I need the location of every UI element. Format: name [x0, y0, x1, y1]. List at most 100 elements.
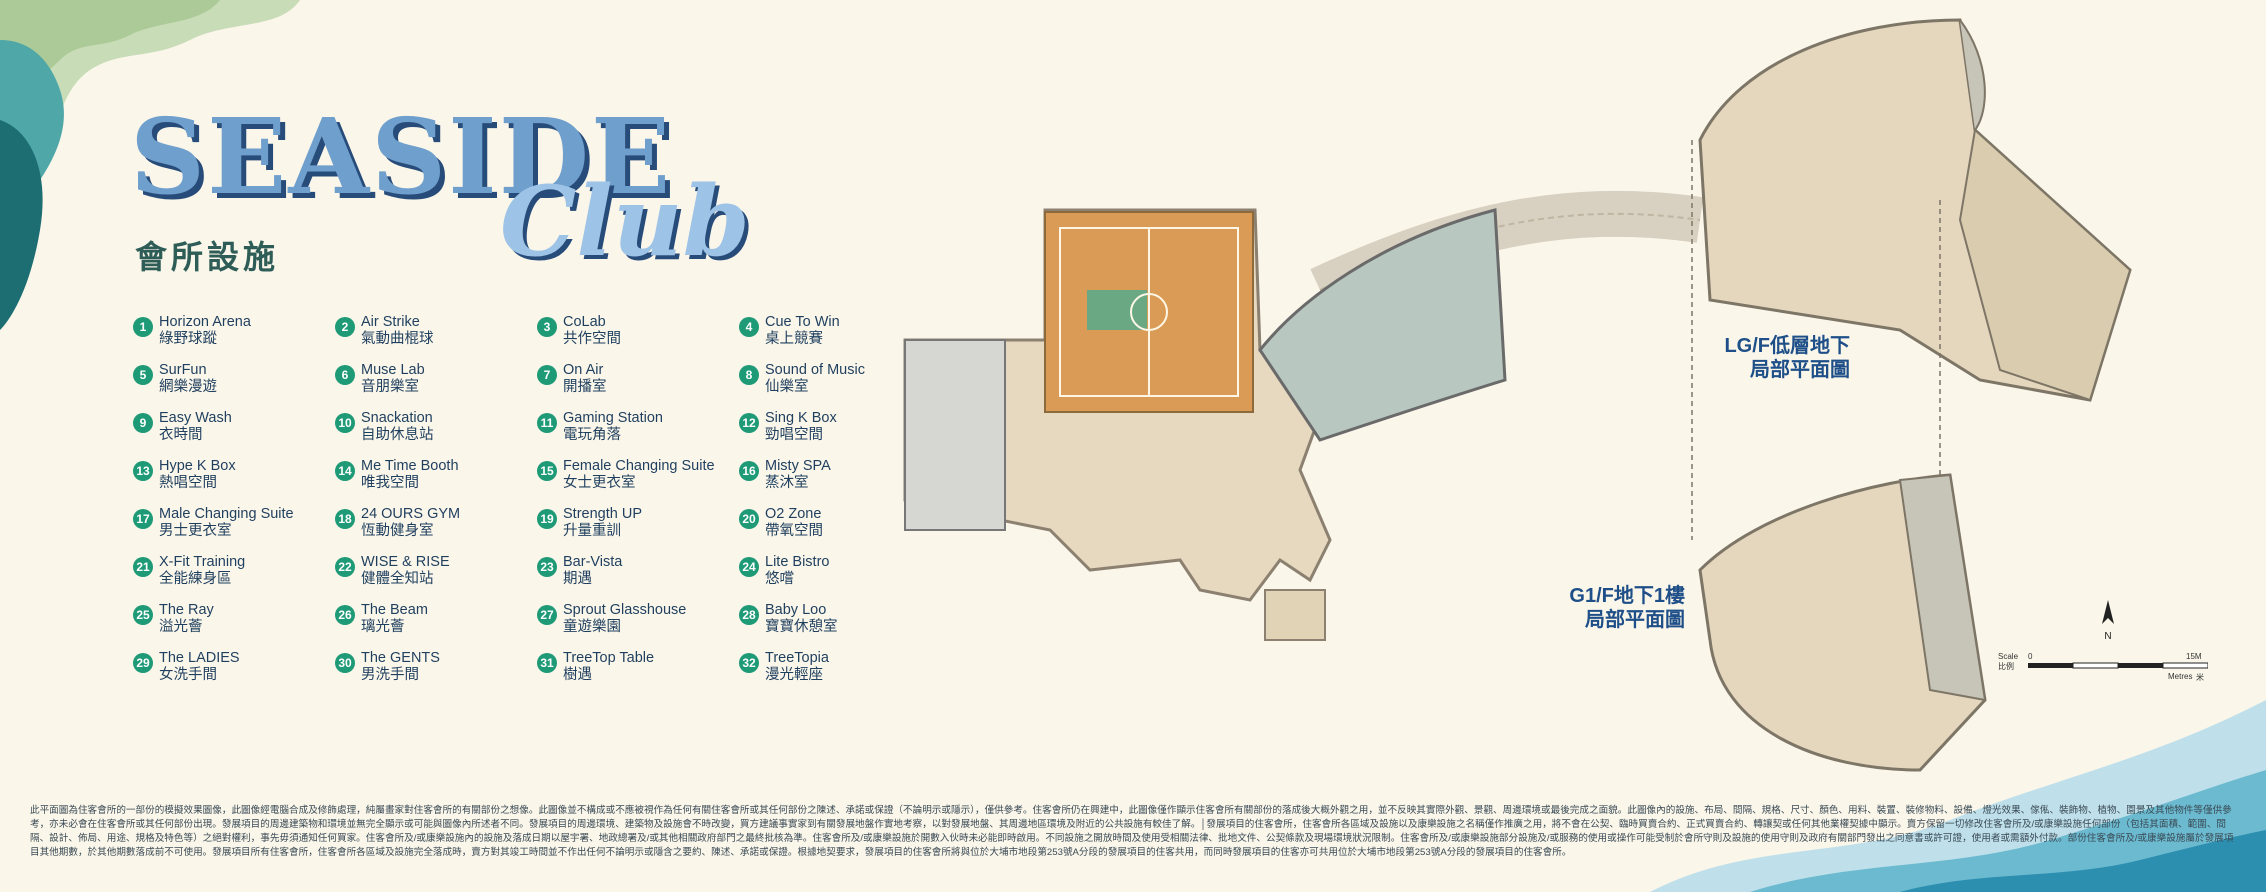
facility-name-en: CoLab	[563, 314, 606, 330]
facility-number-badge: 27	[537, 605, 557, 625]
facility-name-zh: 勁唱空間	[765, 427, 823, 443]
facility-name-zh: 女士更衣室	[563, 475, 636, 491]
facility-name-zh: 綠野球蹤	[159, 331, 217, 347]
scale-bar-graphic	[2028, 662, 2208, 669]
facility-name-en: The Beam	[361, 602, 428, 618]
facility-name-zh: 男士更衣室	[159, 523, 232, 539]
facility-name-en: Sprout Glasshouse	[563, 602, 687, 618]
facility-name-en: O2 Zone	[765, 506, 822, 522]
north-arrow-icon	[2102, 600, 2114, 624]
facility-name-en: The GENTS	[361, 650, 440, 666]
facility-name-zh: 男洗手間	[361, 667, 419, 683]
facility-name-zh: 健體全知站	[361, 571, 434, 587]
facility-number-badge: 30	[335, 653, 355, 673]
g1-floor-label: G1/F地下1樓 局部平面圖	[1525, 584, 1685, 632]
facility-number-badge: 31	[537, 653, 557, 673]
facility-name-zh: 自助休息站	[361, 427, 434, 443]
facility-name-en: Muse Lab	[361, 362, 425, 378]
facility-name-zh: 悠嚐	[765, 571, 794, 587]
facility-name-en: Strength UP	[563, 506, 642, 522]
facility-name-zh: 網樂漫遊	[159, 379, 217, 395]
facility-number-badge: 2	[335, 317, 355, 337]
facility-name-en: Cue To Win	[765, 314, 840, 330]
facility-number-badge: 24	[739, 557, 759, 577]
facility-number-badge: 12	[739, 413, 759, 433]
lg-floor-label-line1: LG/F低層地下	[1724, 335, 1850, 357]
facility-name-zh: 電玩角落	[563, 427, 621, 443]
facility-name-en: Hype K Box	[159, 458, 236, 474]
scale-label-en: Scale	[1998, 652, 2019, 661]
facility-name-en: Air Strike	[361, 314, 420, 330]
facility-name-zh: 音朋樂室	[361, 379, 419, 395]
facility-number-badge: 19	[537, 509, 557, 529]
facility-name-zh: 氣動曲棍球	[361, 331, 434, 347]
facility-number-badge: 9	[133, 413, 153, 433]
facility-name-en: Easy Wash	[159, 410, 232, 426]
facility-number-badge: 29	[133, 653, 153, 673]
facility-number-badge: 28	[739, 605, 759, 625]
facility-name-zh: 熱唱空間	[159, 475, 217, 491]
facility-name-en: Me Time Booth	[361, 458, 459, 474]
facility-name-en: X-Fit Training	[159, 554, 246, 570]
facility-number-badge: 4	[739, 317, 759, 337]
facility-name-en: WISE & RISE	[361, 554, 450, 570]
scale-unit-en: Metres	[2168, 672, 2193, 681]
facility-name-zh: 童遊樂園	[563, 619, 621, 635]
facility-number-badge: 11	[537, 413, 557, 433]
facility-name-en: Female Changing Suite	[563, 458, 715, 474]
facility-name-zh: 仙樂室	[765, 379, 809, 395]
facility-name-en: Sing K Box	[765, 410, 837, 426]
facility-number-badge: 3	[537, 317, 557, 337]
facility-number-badge: 25	[133, 605, 153, 625]
facility-number-badge: 1	[133, 317, 153, 337]
facility-name-en: Gaming Station	[563, 410, 663, 426]
facility-name-en: Lite Bistro	[765, 554, 830, 570]
facility-name-en: TreeTop Table	[563, 650, 655, 666]
facility-name-zh: 期遇	[563, 571, 592, 587]
facility-number-badge: 20	[739, 509, 759, 529]
facility-name-zh: 樹遇	[563, 667, 592, 683]
facility-name-zh: 寶寶休憩室	[765, 619, 838, 635]
facility-name-en: On Air	[563, 362, 604, 378]
facility-number-badge: 32	[739, 653, 759, 673]
brand-title: SEASIDE	[130, 95, 673, 218]
